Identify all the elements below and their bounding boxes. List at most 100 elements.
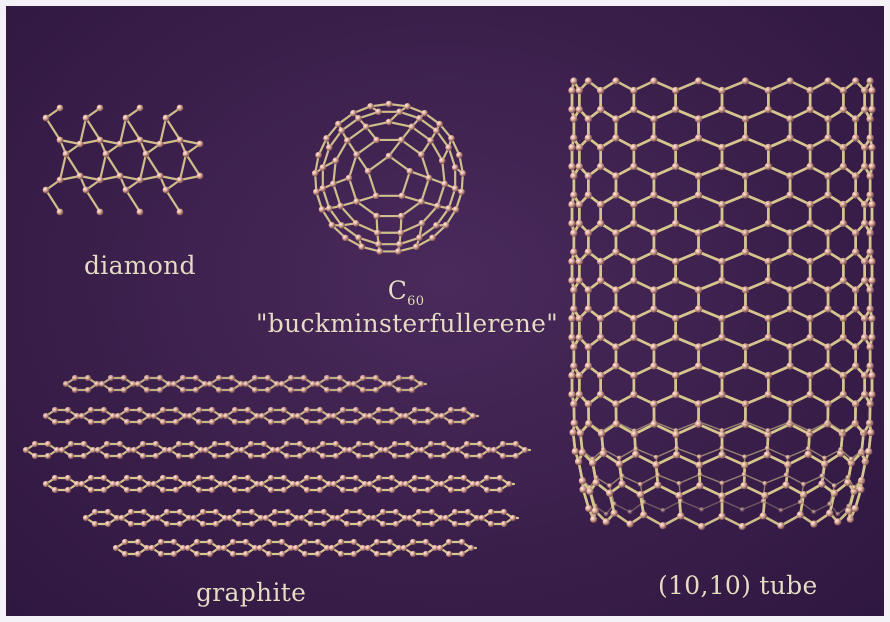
atom <box>862 392 867 397</box>
atom <box>637 491 644 498</box>
atom <box>259 413 265 419</box>
bond <box>66 154 80 176</box>
atom <box>576 201 583 208</box>
atom <box>209 487 215 493</box>
atom <box>407 168 414 175</box>
atom <box>77 141 84 148</box>
bond <box>722 366 745 376</box>
atom <box>263 515 269 521</box>
atom <box>360 375 366 381</box>
bond <box>106 154 120 176</box>
atom <box>633 446 638 451</box>
atom <box>304 475 310 481</box>
atom <box>355 234 362 241</box>
atom <box>720 498 725 503</box>
atom <box>720 164 725 169</box>
atom <box>383 447 389 453</box>
atom <box>696 117 701 122</box>
atom <box>862 259 867 264</box>
bond <box>699 366 722 376</box>
atom <box>412 407 418 413</box>
atom <box>859 448 864 453</box>
atom <box>160 487 166 493</box>
atom <box>579 477 586 484</box>
bond <box>768 366 790 376</box>
atom <box>597 277 604 284</box>
atom <box>329 545 335 551</box>
atom <box>268 419 274 425</box>
atom <box>865 448 872 455</box>
atom <box>857 486 864 493</box>
atom <box>743 174 748 179</box>
atom <box>396 109 403 116</box>
atom <box>248 453 254 459</box>
atom <box>861 429 866 434</box>
atom <box>867 429 874 436</box>
atom <box>393 521 399 527</box>
atom <box>585 248 592 255</box>
atom <box>428 453 434 459</box>
atom <box>52 475 58 481</box>
atom <box>331 413 337 419</box>
atom <box>510 515 516 521</box>
atom <box>742 454 747 459</box>
atom <box>461 407 467 413</box>
atom <box>315 539 321 545</box>
atom <box>501 509 507 515</box>
bond <box>790 81 810 91</box>
c60-label: C60 "buckminsterfullerene" <box>256 276 556 338</box>
atom <box>672 87 679 94</box>
atom <box>158 539 164 545</box>
atom <box>396 387 402 393</box>
atom <box>720 481 725 486</box>
atom <box>320 185 327 192</box>
bond <box>699 81 722 91</box>
atom <box>568 106 575 113</box>
bond <box>140 154 146 180</box>
atom <box>766 202 771 207</box>
atom <box>375 241 382 248</box>
atom <box>85 387 91 393</box>
atom <box>104 441 110 447</box>
atom <box>452 521 458 527</box>
atom <box>387 539 393 545</box>
atom <box>43 413 49 419</box>
atom <box>203 447 209 453</box>
atom <box>281 407 287 413</box>
atom <box>163 187 170 194</box>
atom <box>808 392 813 397</box>
bond <box>810 252 828 262</box>
bond <box>699 167 722 177</box>
atom <box>808 278 813 283</box>
atom <box>484 487 490 493</box>
c60-formula: C60 <box>256 276 556 309</box>
atom <box>853 231 858 236</box>
bond <box>790 110 810 120</box>
atom <box>456 152 463 159</box>
bond <box>676 195 699 205</box>
atom <box>137 177 144 184</box>
atom <box>788 288 793 293</box>
atom <box>652 461 659 468</box>
atom <box>121 375 127 381</box>
atom <box>122 539 128 545</box>
atom <box>88 419 94 425</box>
atom <box>859 477 864 482</box>
atom <box>57 177 64 184</box>
atom <box>313 189 320 196</box>
atom <box>868 79 873 84</box>
atom <box>766 428 771 433</box>
bond <box>699 395 722 405</box>
atom <box>119 515 125 521</box>
atom <box>353 419 359 425</box>
atom <box>826 307 831 312</box>
atom <box>137 487 143 493</box>
atom <box>245 487 251 493</box>
atom <box>236 521 242 527</box>
atom <box>448 407 454 413</box>
atom <box>513 453 519 459</box>
atom <box>743 307 748 312</box>
atom <box>868 250 873 255</box>
atom <box>720 202 725 207</box>
atom <box>257 545 263 551</box>
